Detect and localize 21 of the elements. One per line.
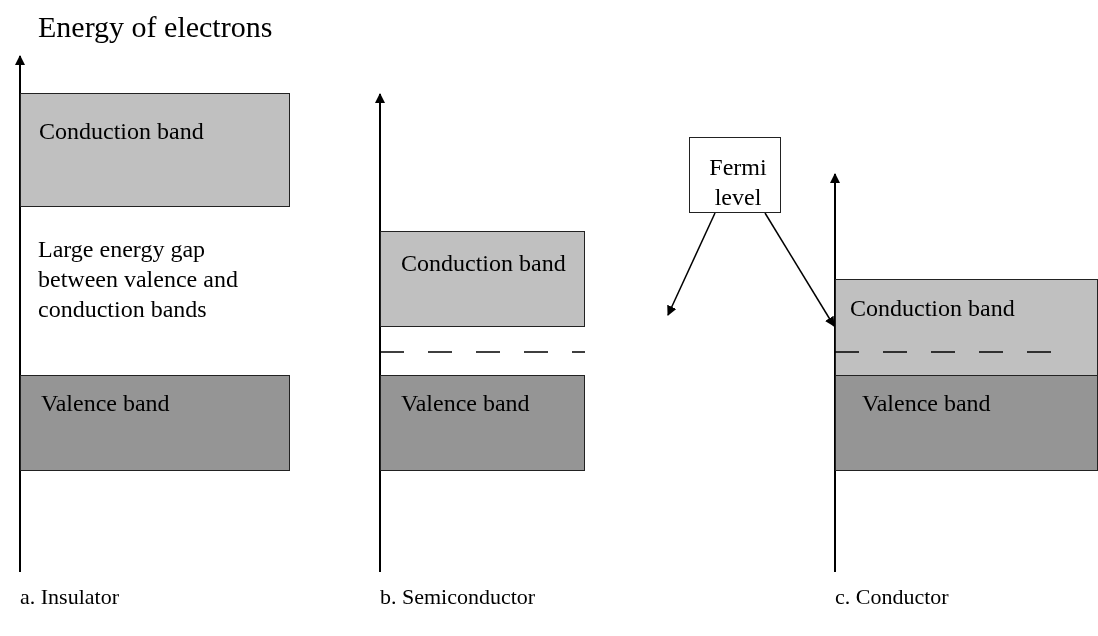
arrow <box>764 212 835 327</box>
band-label: Valence band <box>41 390 170 417</box>
axis-title: Energy of electrons <box>38 10 274 44</box>
band-label: Valence band <box>401 390 530 417</box>
band-label: Valence band <box>862 390 991 417</box>
arrow <box>667 212 716 316</box>
band-label: Conduction band <box>850 295 1015 322</box>
panel-caption: a. Insulator <box>20 584 120 610</box>
band-box <box>835 375 1098 471</box>
band-box <box>835 279 1098 376</box>
band-box <box>380 231 585 327</box>
band-box <box>380 375 585 471</box>
callout-text: Fermi level <box>708 153 768 212</box>
panel-caption: c. Conductor <box>835 584 950 610</box>
annotation-text: Large energy gap between valence and conduction bands <box>38 235 239 324</box>
band-label: Conduction band <box>39 118 204 145</box>
band-box <box>20 93 290 207</box>
panel-caption: b. Semiconductor <box>380 584 537 610</box>
callout-box <box>689 137 781 213</box>
band-box <box>20 375 290 471</box>
band-label: Conduction band <box>401 250 566 277</box>
